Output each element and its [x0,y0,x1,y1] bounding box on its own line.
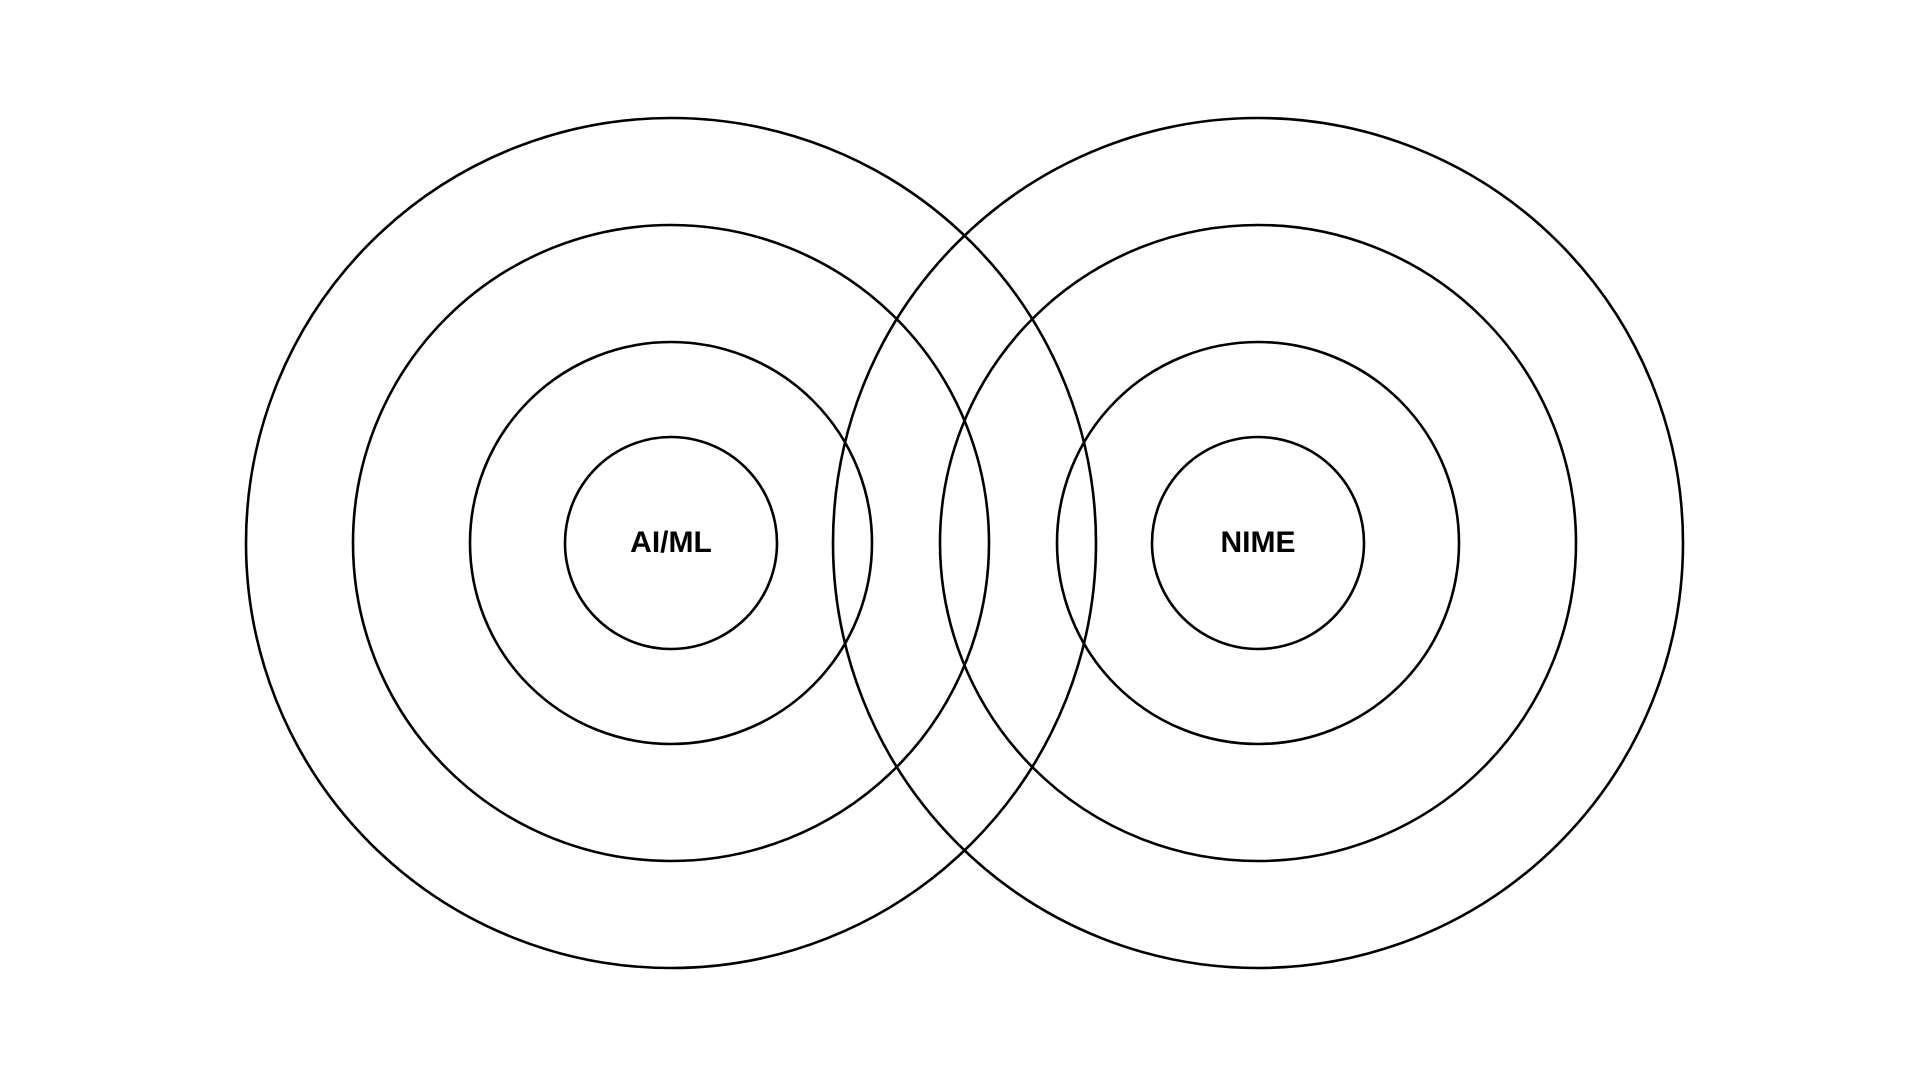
ai-ml-ring-3 [351,223,991,863]
nime-ring-2 [1055,340,1461,746]
ai-ml-label: AI/ML [630,526,712,559]
nime-label: NIME [1221,526,1296,559]
nime-ring-4 [831,116,1685,970]
ai-ml-ring-1 [563,435,779,651]
nime-ring-3 [938,223,1578,863]
ai-ml-ring-2 [468,340,874,746]
ai-ml-ring-4 [244,116,1098,970]
nime-circle-group: NIME [831,116,1685,970]
ai-ml-circle-group: AI/ML [244,116,1098,970]
nime-ring-1 [1150,435,1366,651]
